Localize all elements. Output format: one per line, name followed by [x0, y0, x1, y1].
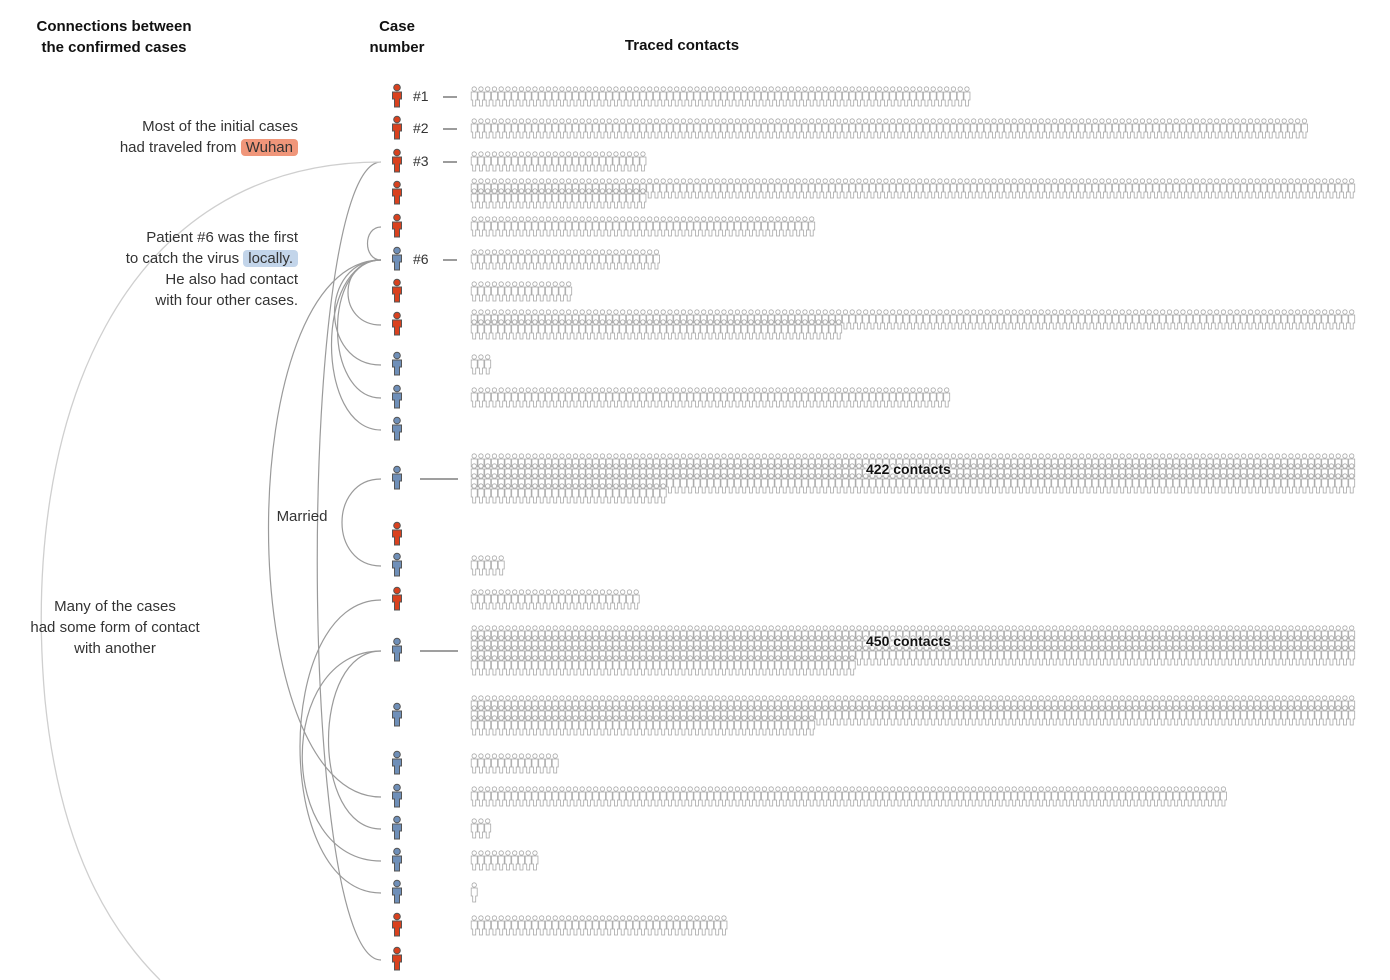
case-number-label: #2 [413, 120, 429, 136]
connection-arc [333, 259, 382, 366]
many-line2: had some form of contact [30, 619, 200, 636]
many-cases-annotation: Many of the cases had some form of conta… [10, 596, 220, 659]
connection-arc [330, 259, 382, 431]
case-icon-16 [392, 637, 402, 662]
connection-arc [327, 650, 382, 830]
case-icon-24 [392, 946, 402, 971]
case-header-line2: number [369, 39, 425, 56]
local-line3: He also had contact [165, 271, 298, 288]
traced-contacts-7 [470, 281, 573, 302]
traced-contacts-1 [470, 86, 971, 107]
case-icon-9 [392, 351, 402, 376]
connection-arc [341, 478, 382, 567]
case-icon-7 [392, 278, 402, 303]
wuhan-highlight: Wuhan [240, 139, 298, 156]
connection-arcs [40, 161, 382, 980]
local-line4: with four other cases. [155, 292, 298, 309]
traced-contacts-23 [470, 915, 728, 936]
connection-arc [336, 259, 382, 399]
patient-six-annotation: Patient #6 was the first to catch the vi… [60, 227, 298, 311]
locally-highlight: locally. [243, 250, 298, 267]
case-icon-12 [392, 465, 402, 490]
many-line3: with another [74, 640, 156, 657]
case-number-label: #3 [413, 153, 429, 169]
traced-contacts-20 [470, 818, 492, 839]
connections-header-line2: the confirmed cases [41, 39, 187, 56]
case-icon-1 [392, 83, 402, 108]
initial-cases-annotation: Most of the initial cases had traveled f… [60, 116, 298, 158]
connection-arc [316, 161, 382, 961]
traced-contacts-12 [470, 453, 1356, 504]
case-icon-6 [392, 246, 402, 271]
traced-contacts-16 [470, 625, 1356, 676]
traced-contacts-18 [470, 753, 559, 774]
traced-contacts-6 [470, 249, 660, 270]
connections-header-line1: Connections between [36, 18, 192, 35]
case-icon-19 [392, 783, 402, 808]
case-header-line1: Case [379, 18, 415, 35]
contacts-callout: 422 contacts [866, 461, 951, 477]
connection-arc [301, 650, 382, 862]
case-icon-4 [392, 180, 402, 205]
case-number-label: #1 [413, 88, 429, 104]
case-icon-3 [392, 148, 402, 173]
traced-contacts-21 [470, 850, 539, 871]
case-icon-14 [392, 552, 402, 577]
case-icon-20 [392, 815, 402, 840]
traced-contacts-2 [470, 118, 1308, 139]
case-icon-11 [392, 416, 402, 441]
traced-contacts-14 [470, 555, 505, 576]
married-annotation: Married [276, 508, 328, 525]
traced-contacts-19 [470, 786, 1227, 807]
connection-arc [367, 226, 382, 261]
traced-contacts-22 [470, 882, 478, 903]
case-icon-10 [392, 384, 402, 409]
traced-contacts-17 [470, 695, 1356, 736]
case-icon-8 [392, 311, 402, 336]
case-icon-18 [392, 750, 402, 775]
traced-contacts-5 [470, 216, 816, 237]
case-icon-13 [392, 521, 402, 546]
case-number-label: #6 [413, 251, 429, 267]
contacts-callout: 450 contacts [866, 633, 951, 649]
case-icon-15 [392, 586, 402, 611]
case-icon-22 [392, 879, 402, 904]
traced-contacts-8 [470, 309, 1356, 340]
traced-contacts-3 [470, 151, 647, 172]
case-number-header: Case number [357, 16, 437, 58]
case-icon-23 [392, 912, 402, 937]
initial-line2: had traveled from [119, 139, 237, 156]
case-icon-2 [392, 115, 402, 140]
traced-contacts-9 [470, 354, 492, 375]
connection-arc [268, 259, 382, 798]
case-icon-21 [392, 847, 402, 872]
traced-contacts-4 [470, 178, 1356, 209]
traced-contacts-15 [470, 589, 640, 610]
local-line2: to catch the virus [125, 250, 240, 267]
local-line1: Patient #6 was the first [146, 229, 298, 246]
traced-contacts-header: Traced contacts [624, 37, 740, 54]
case-icon-17 [392, 702, 402, 727]
connections-header: Connections between the confirmed cases [14, 16, 214, 58]
many-line1: Many of the cases [54, 598, 176, 615]
initial-line1: Most of the initial cases [142, 118, 298, 135]
case-icon-5 [392, 213, 402, 238]
connection-arc [299, 599, 382, 894]
outer-connection-arc [40, 161, 382, 980]
traced-contacts-10 [470, 387, 951, 408]
